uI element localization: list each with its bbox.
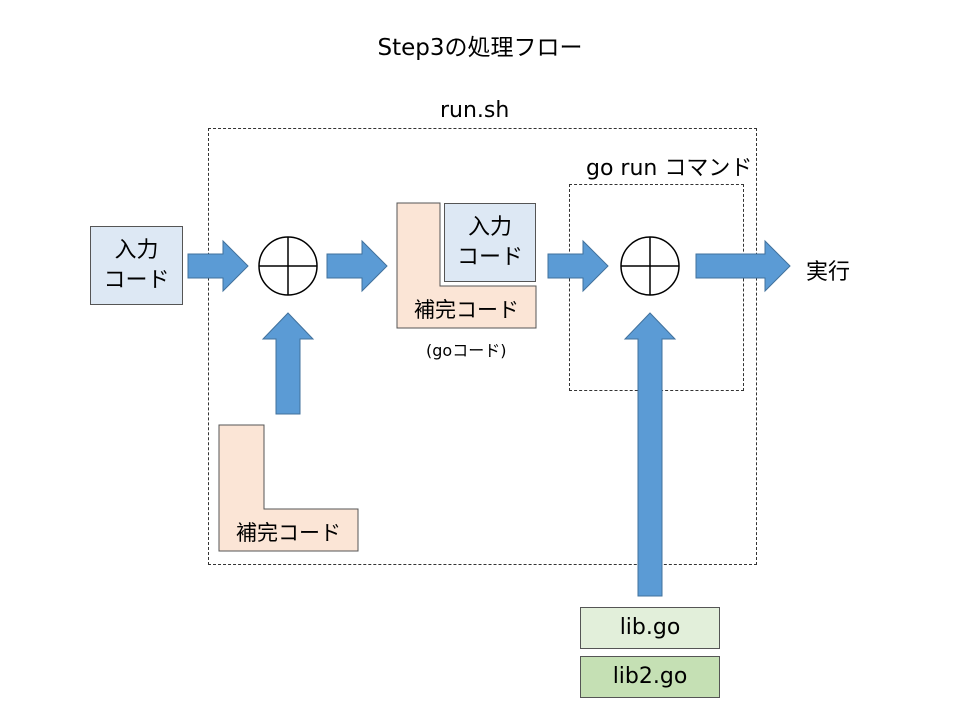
lib-go-label: lib.go <box>619 615 681 640</box>
run-sh-label: run.sh <box>440 98 510 123</box>
input-code-line1: 入力 <box>114 237 159 263</box>
lib2-go-box: lib2.go <box>580 656 720 698</box>
complement-code-shape-middle <box>396 202 537 329</box>
lib-go-box: lib.go <box>580 607 720 649</box>
arrow-complement-up-to-junction1 <box>261 312 315 415</box>
input-code-inner-line1: 入力 <box>467 214 512 240</box>
arrow-input-to-junction1 <box>187 239 249 293</box>
input-code-box: 入力 コード <box>90 226 183 305</box>
input-code-line2: コード <box>103 267 170 293</box>
complement-code-label-middle: 補完コード <box>414 298 519 322</box>
arrow-junction2-to-execute <box>695 239 791 293</box>
arrow-junction1-to-complement <box>326 239 388 293</box>
input-code-inner-line2: コード <box>456 244 523 270</box>
execute-label: 実行 <box>806 260 851 285</box>
go-code-note: (goコード) <box>426 341 507 360</box>
arrow-complement-to-junction2 <box>547 239 609 293</box>
arrow-lib-up-to-junction2 <box>623 312 677 597</box>
diagram-title: Step3の処理フロー <box>377 35 583 61</box>
complement-code-shape-bottom <box>218 424 359 552</box>
lib2-go-label: lib2.go <box>612 664 688 689</box>
go-run-label: go run コマンド <box>586 156 753 181</box>
run-sh-container <box>208 128 757 565</box>
complement-code-label-bottom: 補完コード <box>236 521 341 545</box>
input-code-box-inner: 入力 コード <box>444 203 536 282</box>
